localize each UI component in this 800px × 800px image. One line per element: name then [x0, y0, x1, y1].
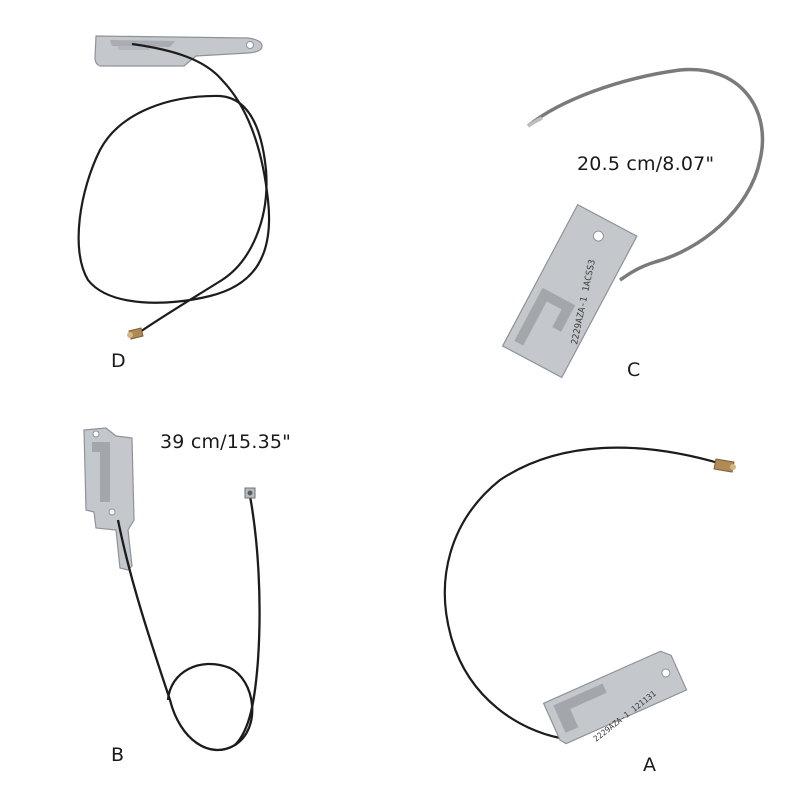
label-d: D: [111, 350, 126, 372]
antenna-a-cable: [443, 446, 723, 740]
antenna-a-connector: [713, 458, 735, 473]
length-label-c: 20.5 cm/8.07": [577, 153, 715, 175]
label-a: A: [643, 754, 656, 776]
antenna-d-cable: [77, 42, 271, 304]
label-c: C: [627, 359, 641, 381]
antenna-b: [83, 427, 261, 751]
antenna-a-bracket: [542, 650, 688, 745]
label-b: B: [111, 744, 125, 766]
antenna-c-cable: [526, 67, 765, 282]
length-label-b: 39 cm/15.35": [160, 431, 292, 453]
antenna-c-bracket: [501, 203, 638, 379]
antenna-b-cable: [116, 519, 254, 751]
antenna-d: [77, 35, 271, 340]
